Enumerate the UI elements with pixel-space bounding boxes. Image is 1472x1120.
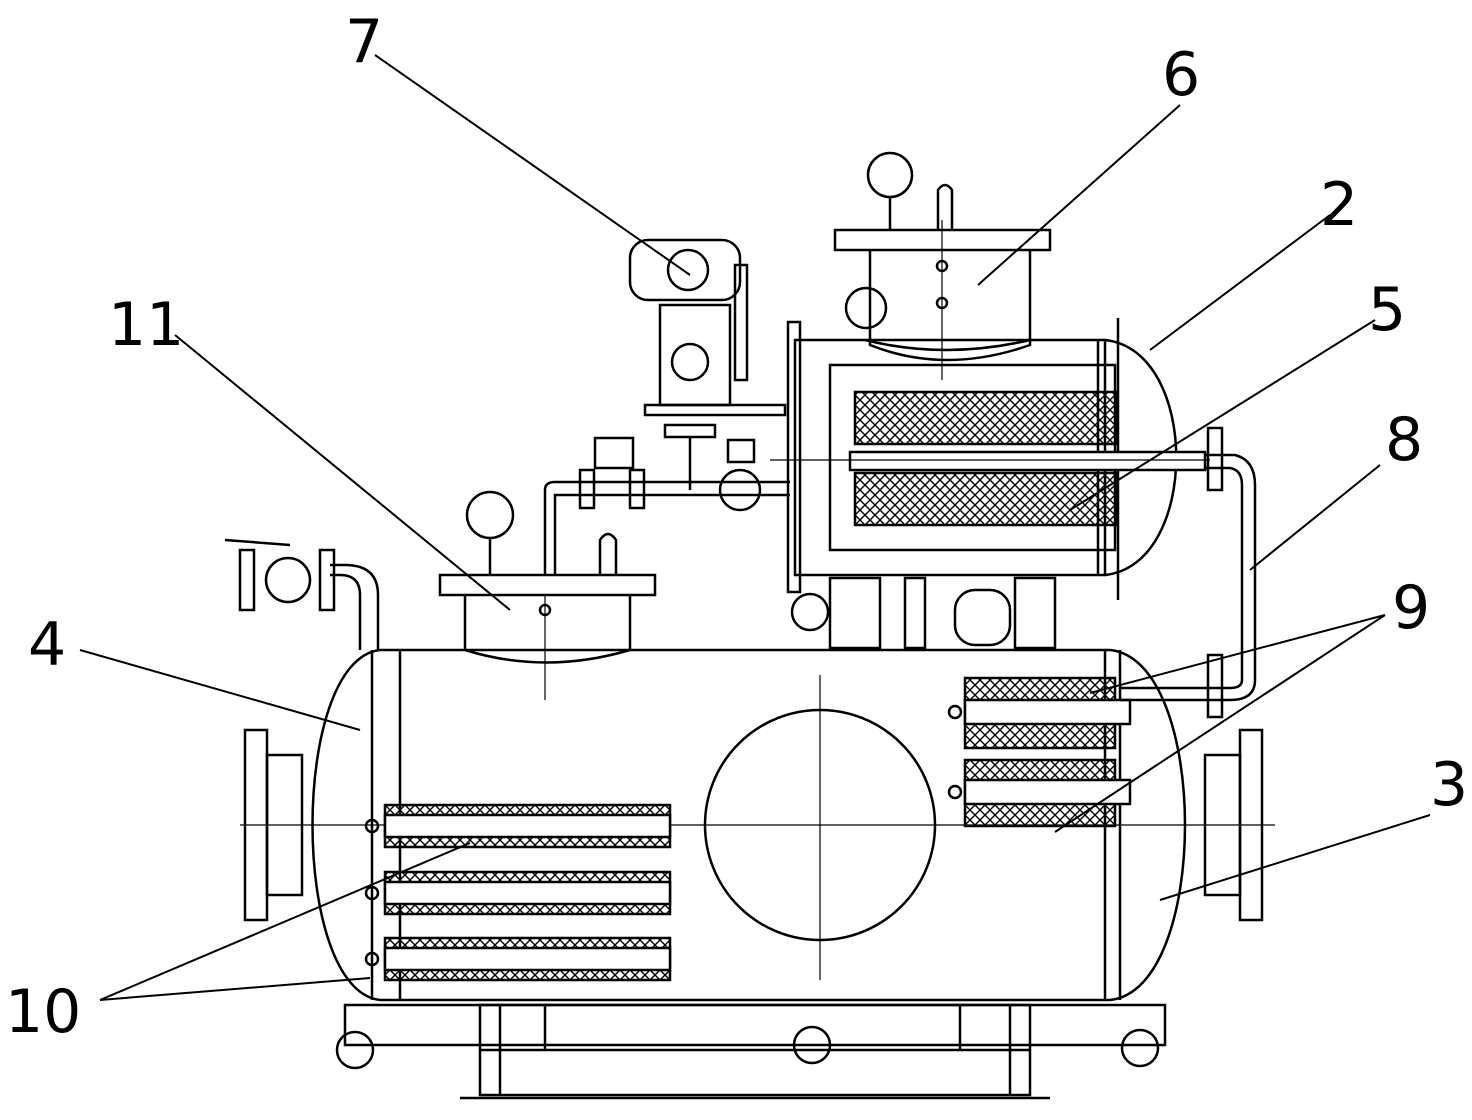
- label-6: 6: [1162, 40, 1200, 110]
- label-5: 5: [1368, 275, 1406, 345]
- label-11: 11: [108, 290, 184, 360]
- filter-housing-6: [833, 151, 1052, 380]
- base-skid: [335, 1003, 1167, 1100]
- leader-lines: [79, 54, 1431, 1001]
- label-9: 9: [1392, 573, 1430, 643]
- label-8: 8: [1385, 405, 1423, 475]
- piping: [224, 426, 1257, 719]
- upper-vessel: [770, 318, 1210, 650]
- part-labels: 7 6 2 5 11 8 9 4 3 10: [5, 7, 1468, 1047]
- label-3: 3: [1430, 750, 1468, 820]
- label-7: 7: [345, 7, 383, 77]
- housing-11: [438, 490, 657, 700]
- label-4: 4: [28, 610, 66, 680]
- label-10: 10: [5, 977, 81, 1047]
- valve-assembly-7: [628, 238, 787, 490]
- label-2: 2: [1320, 170, 1358, 240]
- right-filter-elements: [947, 676, 1132, 828]
- left-filter-elements: [364, 803, 672, 982]
